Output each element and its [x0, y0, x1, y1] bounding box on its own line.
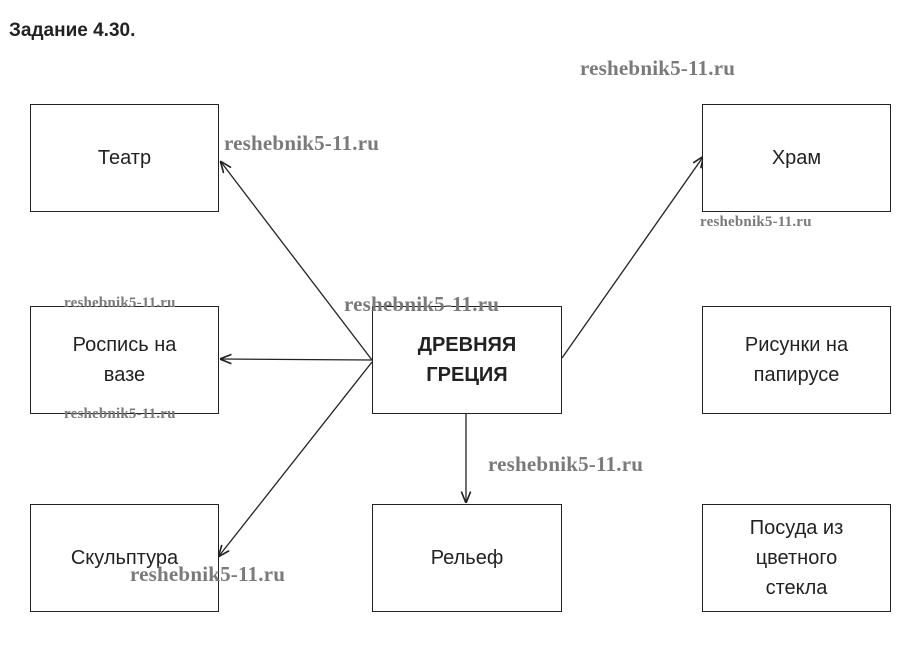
box-vase-painting-label: Роспись на вазе	[72, 334, 177, 386]
watermark: reshebnik5-11.ru	[64, 295, 176, 311]
watermark: reshebnik5-11.ru	[344, 292, 500, 316]
box-colored-glassware-label: Посуда из цветного стекла	[749, 517, 844, 599]
box-relief-label: Рельеф	[430, 547, 504, 569]
box-temple-label: Храм	[771, 147, 822, 169]
arrow-to-sculpture	[219, 361, 373, 556]
box-theatre: Театр	[30, 104, 219, 212]
watermark: reshebnik5-11.ru	[700, 214, 812, 230]
arrow-to-theatre	[221, 162, 373, 361]
box-vase-painting: Роспись на вазе	[30, 306, 219, 414]
box-temple: Храм	[702, 104, 891, 212]
box-sculpture-label: Скульптура	[70, 547, 179, 569]
box-ancient-greece: ДРЕВНЯЯ ГРЕЦИЯ	[372, 306, 562, 414]
box-colored-glassware: Посуда из цветного стекла	[702, 504, 891, 612]
watermark: reshebnik5-11.ru	[580, 56, 736, 80]
arrow-to-vase	[221, 359, 373, 360]
watermark: reshebnik5-11.ru	[64, 406, 176, 422]
box-sculpture: Скульптура	[30, 504, 219, 612]
arrow-to-temple	[561, 157, 703, 359]
box-ancient-greece-label: ДРЕВНЯЯ ГРЕЦИЯ	[417, 334, 517, 386]
box-relief: Рельеф	[372, 504, 562, 612]
watermark: reshebnik5-11.ru	[224, 131, 380, 155]
watermark: reshebnik5-11.ru	[130, 562, 286, 586]
box-theatre-label: Театр	[97, 147, 152, 169]
task-title: Задание 4.30.	[9, 20, 136, 41]
box-papyrus-drawings: Рисунки на папирусе	[702, 306, 891, 414]
box-papyrus-drawings-label: Рисунки на папирусе	[744, 334, 849, 386]
watermark: reshebnik5-11.ru	[488, 452, 644, 476]
